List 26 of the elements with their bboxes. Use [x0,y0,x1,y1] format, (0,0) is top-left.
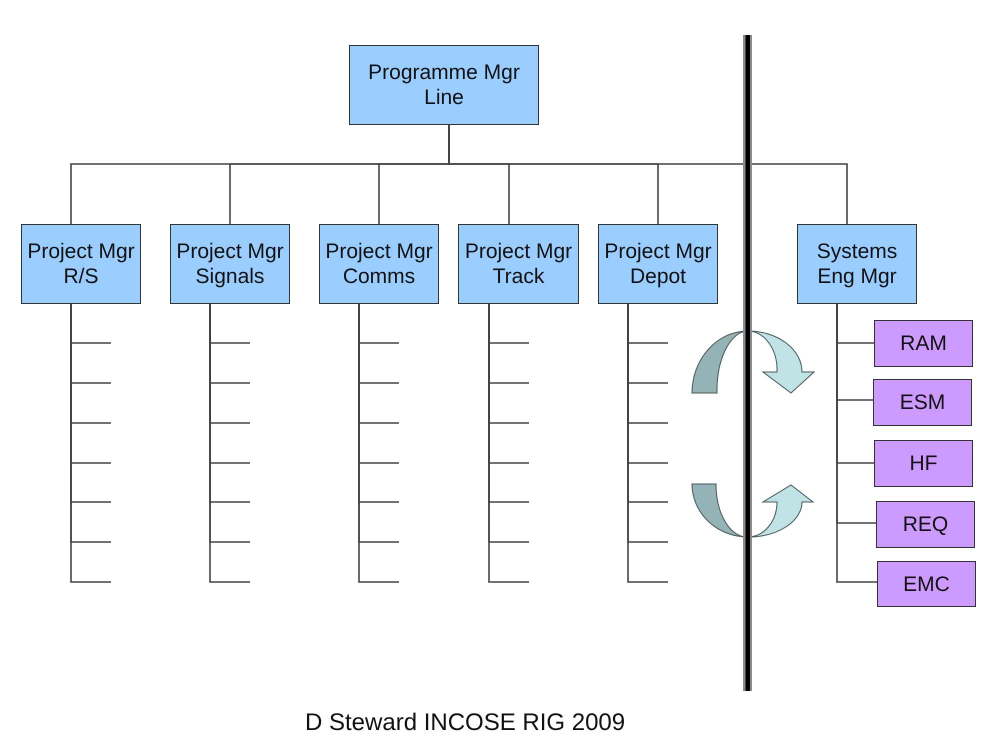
connector-line [836,304,877,583]
box-label: Project Mgr Comms [324,239,434,289]
box-label: REQ [902,512,948,537]
role-box [170,224,290,304]
box-label: EMC [903,572,950,596]
box-label: RAM [900,331,947,356]
discipline-box [874,320,973,367]
discipline-box [873,379,972,426]
box-label: ESM [900,390,946,415]
box-label: Project Mgr Track [464,239,574,289]
caption: D Steward INCOSE RIG 2009 [305,709,626,737]
box-label: HF [910,451,938,476]
role-box [319,224,439,304]
role-box [458,224,579,304]
box-label: Project Mgr Signals [175,239,285,289]
box-label: Programme Mgr Line [367,60,521,110]
box-label: Project Mgr Depot [603,239,713,289]
box-label: Project Mgr R/S [26,239,136,289]
discipline-box [877,561,976,607]
discipline-box [876,501,975,548]
role-box [598,224,718,304]
box-label: Systems Eng Mgr [816,239,898,289]
role-box [349,45,539,125]
role-box [797,224,917,304]
discipline-box [874,440,973,487]
role-box [21,224,141,304]
